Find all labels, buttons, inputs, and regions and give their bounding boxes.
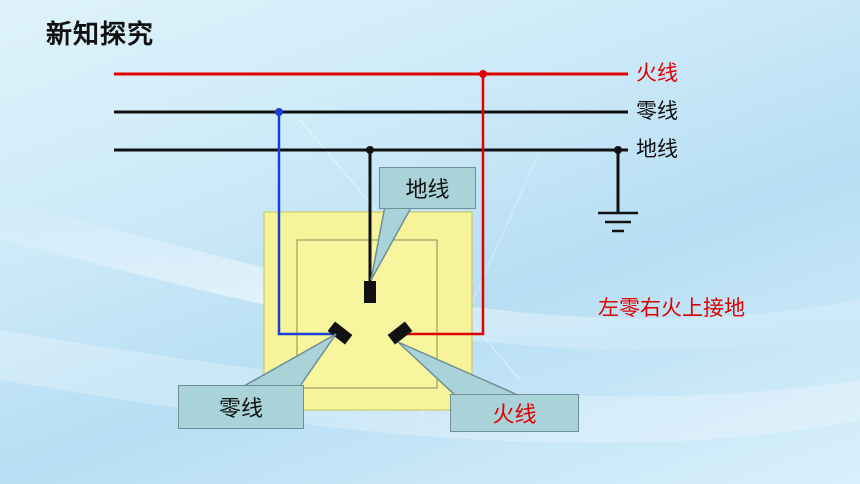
neutral-callout: 零线 [178, 385, 304, 429]
live-line-label: 火线 [636, 61, 678, 85]
neutral-drop [277, 112, 335, 336]
neutral-line-label: 零线 [636, 99, 678, 123]
earth-line-label: 地线 [636, 137, 678, 161]
earth-callout: 地线 [379, 167, 476, 209]
live-callout: 火线 [450, 394, 579, 432]
ground-symbol-icon [598, 211, 638, 233]
ground-junction [614, 146, 622, 154]
wiring-rule-text: 左零右火上接地 [598, 296, 745, 320]
live-junction [479, 70, 487, 78]
live-drop [402, 74, 485, 336]
socket-inner-plate [296, 239, 438, 389]
page-title: 新知探究 [46, 20, 155, 50]
neutral-junction [275, 108, 283, 116]
neutral-slot [327, 321, 353, 345]
live-slot [387, 321, 413, 345]
earth-junction [366, 146, 374, 154]
earth-slot [364, 281, 376, 303]
